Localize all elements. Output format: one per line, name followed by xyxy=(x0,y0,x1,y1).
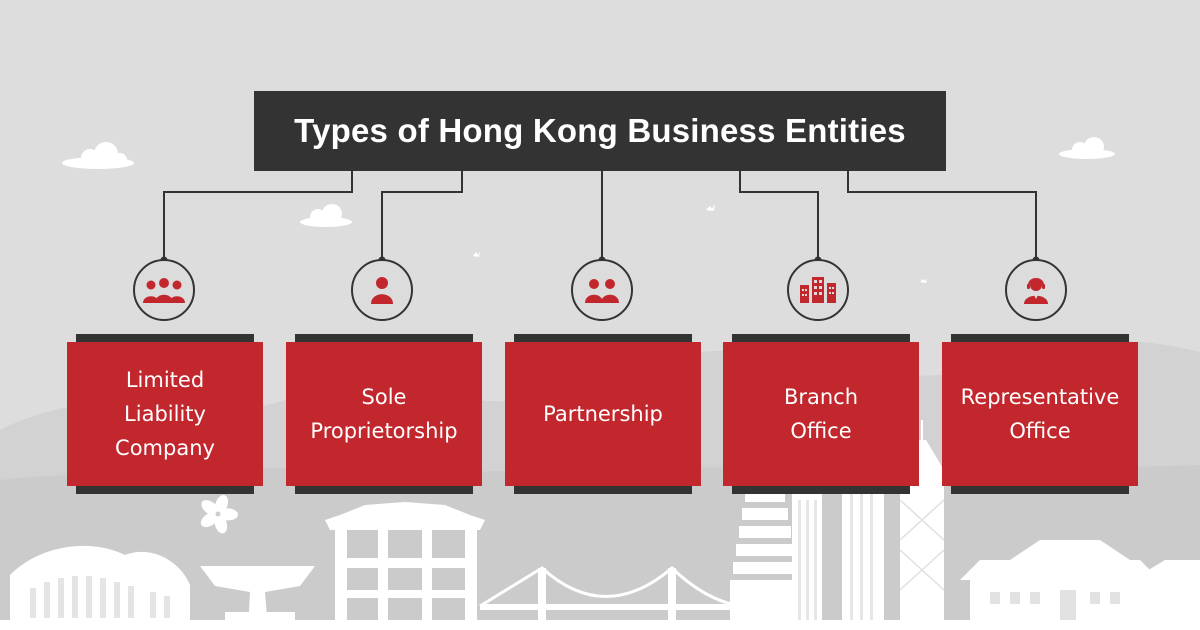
entity-label: Representative Office xyxy=(960,385,1120,443)
single-person-icon xyxy=(371,277,393,304)
city-skyline xyxy=(0,420,1200,630)
entity-label: Limited Liability Company xyxy=(115,368,215,460)
entity-card-sole-proprietorship: Sole Proprietorship xyxy=(286,334,482,494)
entity-label: Partnership xyxy=(543,402,663,426)
two-people-icon xyxy=(585,279,619,303)
person-with-headset-icon xyxy=(1024,278,1048,304)
entity-card-partnership: Partnership xyxy=(505,334,701,494)
cloud-right-icon xyxy=(1059,137,1115,159)
cloud-middle-icon xyxy=(300,204,352,227)
entity-icon-circle-1 xyxy=(133,259,195,321)
entity-icon-circle-4 xyxy=(787,259,849,321)
entity-card-branch-office: Branch Office xyxy=(723,334,919,494)
entity-label: Branch Office xyxy=(783,385,859,443)
entity-icon-circle-3 xyxy=(571,259,633,321)
bauhinia-flower-icon xyxy=(200,494,238,534)
group-of-three-people-icon xyxy=(143,278,185,303)
entity-icon-circle-2 xyxy=(351,259,413,321)
page-title: Types of Hong Kong Business Entities xyxy=(294,112,906,149)
connector-lines xyxy=(163,171,1037,260)
entity-card-representative-office: Representative Office xyxy=(942,334,1138,494)
birds-icon xyxy=(473,204,927,283)
cloud-left-icon xyxy=(62,142,134,169)
office-buildings-icon xyxy=(800,277,836,303)
entity-label: Sole Proprietorship xyxy=(310,385,458,443)
entity-icon-circle-5 xyxy=(1005,259,1067,321)
title-banner: Types of Hong Kong Business Entities xyxy=(254,91,946,171)
entity-card-limited-liability-company: Limited Liability Company xyxy=(67,334,263,494)
